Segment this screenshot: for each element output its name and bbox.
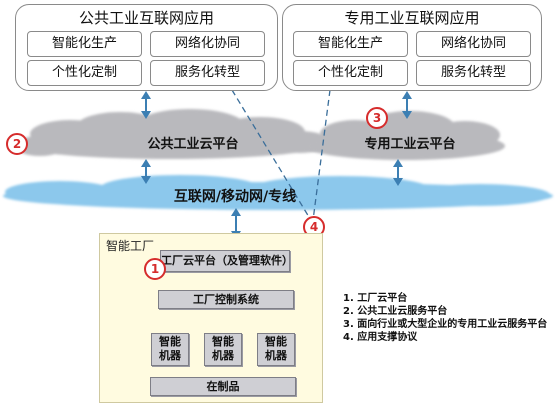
network-label: 互联网/移动网/专线 <box>173 189 297 205</box>
private-app-item: 网络化协同 <box>416 31 531 57</box>
smart-machine: 智能机器 <box>151 333 189 366</box>
work-in-progress: 在制品 <box>150 377 296 396</box>
legend-item: 2. 公共工业云服务平台 <box>343 306 448 317</box>
legend: 1. 工厂云平台 2. 公共工业云服务平台 3. 面向行业或大型企业的专用工业云… <box>343 292 547 344</box>
network-cloud-shape <box>3 175 553 210</box>
public-app-item: 智能化生产 <box>27 31 142 57</box>
public-app-item: 个性化定制 <box>27 60 142 86</box>
factory-title: 智能工厂 <box>106 239 155 253</box>
legend-item: 1. 工厂云平台 <box>343 293 408 304</box>
marker-1: 1 <box>144 258 166 280</box>
private-app-panel: 专用工业互联网应用 智能化生产 网络化协同 个性化定制 服务化转型 <box>282 4 542 91</box>
public-cloud-shape <box>15 109 330 159</box>
public-cloud-label: 公共工业云平台 <box>147 137 239 152</box>
smart-machine-label: 智能机器 <box>212 335 234 362</box>
factory-control-system: 工厂控制系统 <box>158 290 294 309</box>
smart-machine-label: 智能机器 <box>265 335 287 362</box>
private-app-item: 服务化转型 <box>416 60 531 86</box>
smart-machine-label: 智能机器 <box>159 335 181 362</box>
legend-item: 3. 面向行业或大型企业的专用工业云服务平台 <box>343 319 548 330</box>
smart-machine: 智能机器 <box>204 333 242 366</box>
smart-machine: 智能机器 <box>257 333 295 366</box>
marker-2: 2 <box>6 133 28 155</box>
legend-item: 4. 应用支撑协议 <box>343 332 418 343</box>
private-app-item: 智能化生产 <box>293 31 408 57</box>
factory-cloud-platform: 工厂云平台（及管理软件） <box>160 250 293 272</box>
public-app-panel: 公共工业互联网应用 智能化生产 网络化协同 个性化定制 服务化转型 <box>15 4 278 91</box>
private-cloud-shape <box>305 111 505 160</box>
private-app-title: 专用工业互联网应用 <box>344 9 480 27</box>
public-app-item: 服务化转型 <box>150 60 265 86</box>
marker-3: 3 <box>366 107 388 129</box>
public-app-item: 网络化协同 <box>150 31 265 57</box>
private-app-item: 个性化定制 <box>293 60 408 86</box>
public-app-title: 公共工业互联网应用 <box>78 9 214 27</box>
private-cloud-label: 专用工业云平台 <box>364 137 456 152</box>
